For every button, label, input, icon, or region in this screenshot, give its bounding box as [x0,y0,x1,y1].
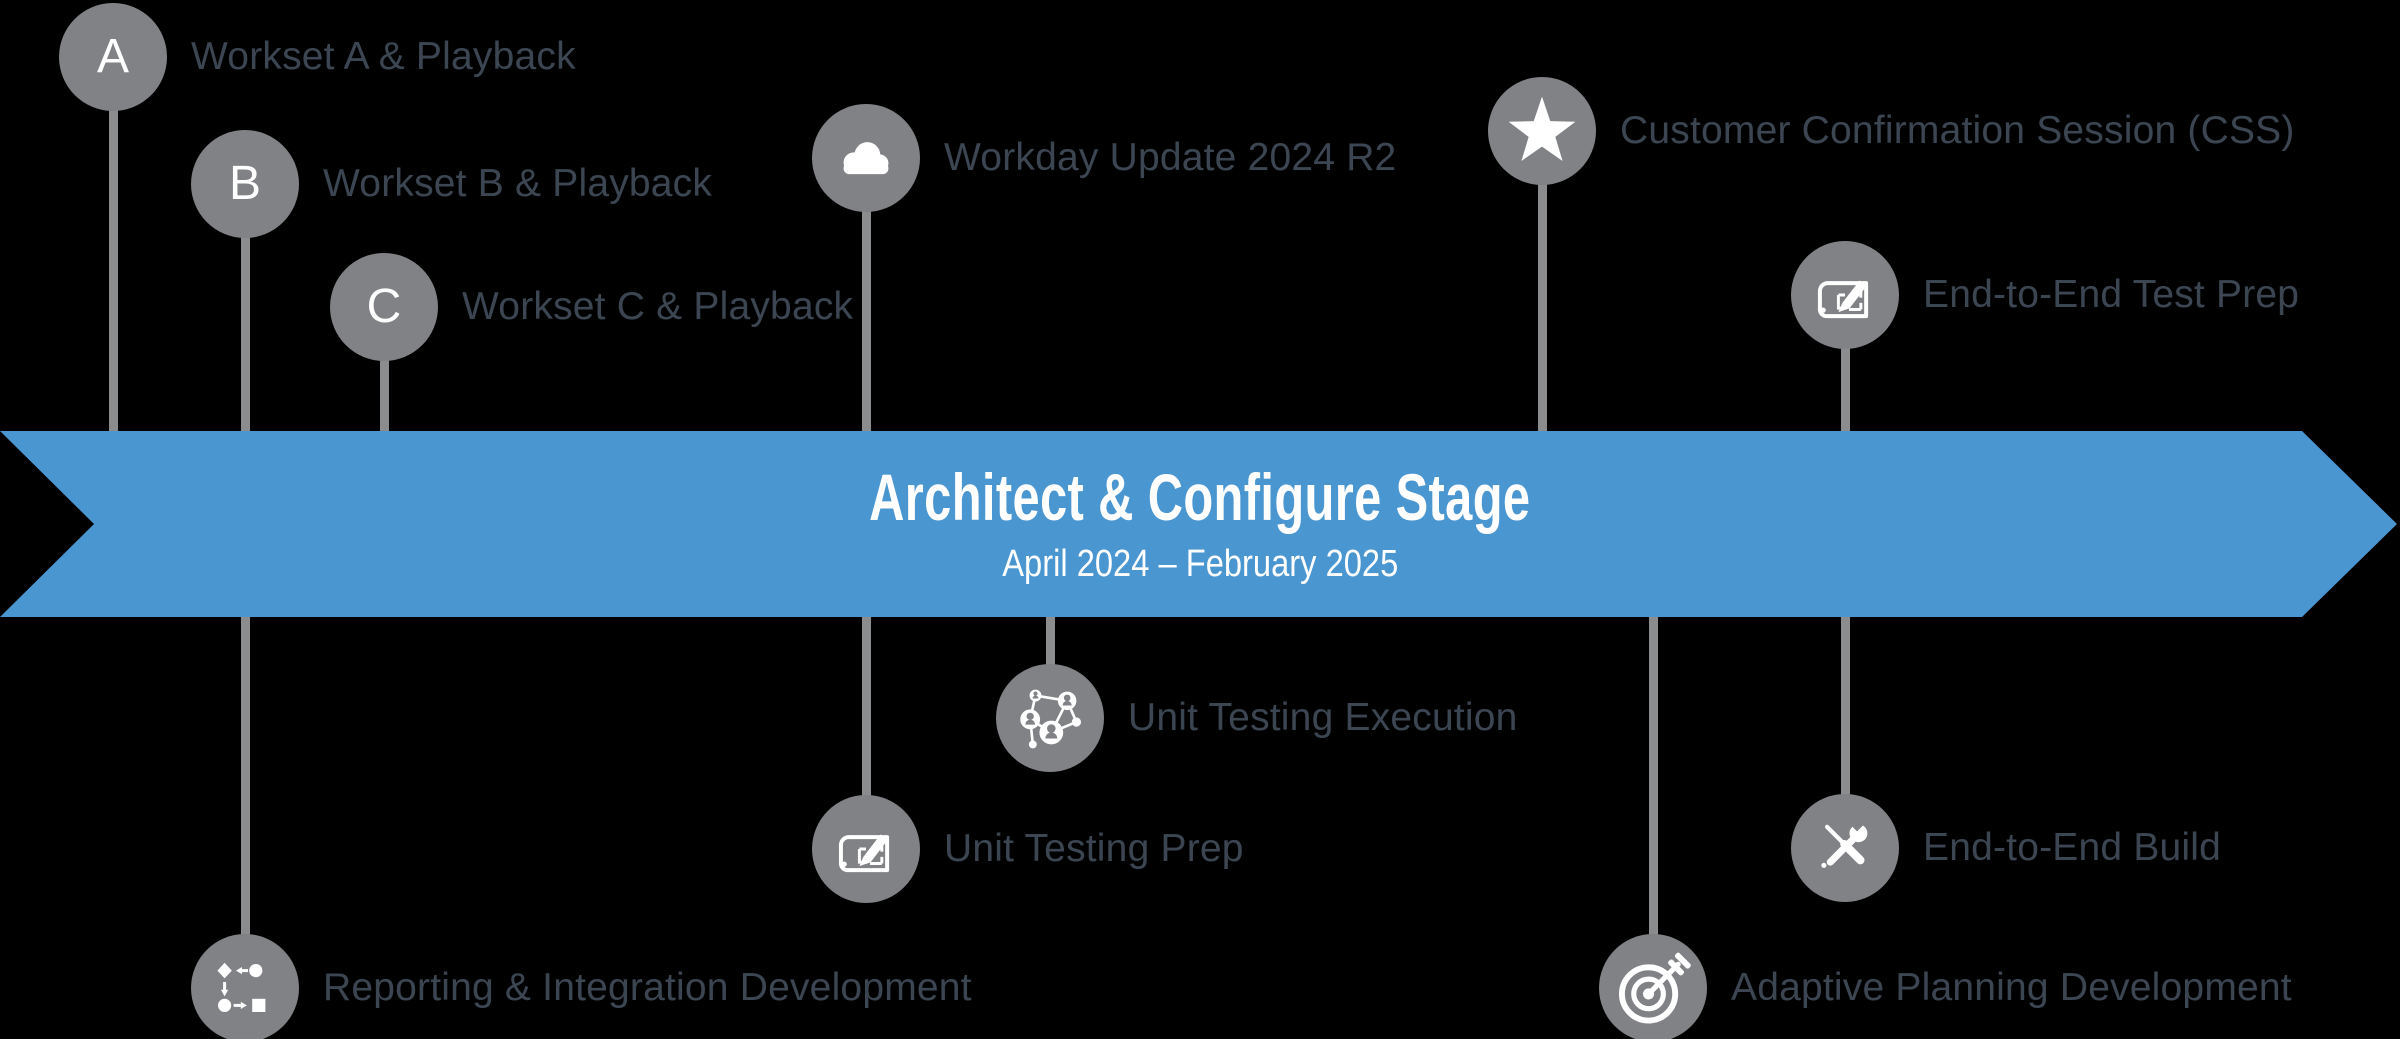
connector-line-workset-c [379,307,389,524]
milestone-adaptive-planning: Adaptive Planning Development [1599,934,2292,1039]
workset-b-letter: B [228,157,261,210]
target-arrow-icon [1616,951,1691,1025]
blueprint-pencil-icon [833,816,899,882]
customer-confirmation-node [1488,77,1596,185]
milestone-e2e-build: End-to-End Build [1791,794,2221,902]
milestone-workday-update: Workday Update 2024 R2 [812,104,1396,212]
stage-dates: April 2024 – February 2025 [1001,542,1399,585]
milestone-workset-c: C Workset C & Playback [330,253,853,361]
milestone-label: Unit Testing Prep [944,827,1244,870]
connector-line-workset-a [108,57,118,524]
blueprint-pencil-icon [1812,262,1878,328]
milestone-e2e-test-prep: End-to-End Test Prep [1791,241,2299,349]
connector-line-adaptive [1648,524,1658,988]
milestone-workset-b: B Workset B & Playback [191,130,712,238]
milestone-unit-testing-prep: Unit Testing Prep [812,795,1244,903]
connector-line-customer-confirmation [1537,131,1547,524]
milestone-label: Reporting & Integration Development [323,966,972,1009]
workset-b-node: B [191,130,299,238]
cloud-icon [832,134,900,183]
milestone-label: Workset C & Playback [462,285,854,328]
milestone-customer-confirmation: Customer Confirmation Session (CSS) [1488,77,2295,185]
workset-c-node: C [330,253,438,361]
connector-line-unit-execution [1045,524,1055,718]
star-icon [1503,92,1581,170]
connector-line-test-prep-build [1840,295,1850,848]
flowchart-icon [215,958,275,1018]
people-network-icon [1017,685,1083,751]
milestone-label: Workday Update 2024 R2 [944,136,1397,179]
stage-banner: Architect & Configure Stage April 2024 –… [0,431,2400,617]
milestone-label: Workset B & Playback [323,162,713,205]
tools-icon [1813,814,1877,880]
workset-a-node: A [59,3,167,111]
milestone-label: Workset A & Playback [191,35,576,78]
milestone-reporting-integration: Reporting & Integration Development [191,934,972,1039]
milestone-label: End-to-End Test Prep [1923,273,2300,316]
e2e-build-node [1791,794,1899,902]
milestone-label: Customer Confirmation Session (CSS) [1620,109,2295,152]
e2e-test-prep-node [1791,241,1899,349]
unit-testing-prep-node [812,795,920,903]
workset-c-letter: C [366,280,402,333]
workset-a-letter: A [96,30,129,83]
milestone-unit-testing-execution: Unit Testing Execution [996,664,1518,772]
connector-line-workset-b-reporting [240,184,250,988]
milestone-label: End-to-End Build [1923,826,2222,869]
stage-title: Architect & Configure Stage [869,460,1531,535]
connector-line-workday-unit-prep [861,158,871,849]
reporting-integration-node [191,934,299,1039]
milestone-workset-a: A Workset A & Playback [59,3,576,111]
unit-testing-execution-node [996,664,1104,772]
milestone-label: Unit Testing Execution [1128,696,1518,739]
adaptive-planning-node [1599,934,1707,1039]
workday-update-node [812,104,920,212]
milestone-label: Adaptive Planning Development [1731,966,2292,1009]
